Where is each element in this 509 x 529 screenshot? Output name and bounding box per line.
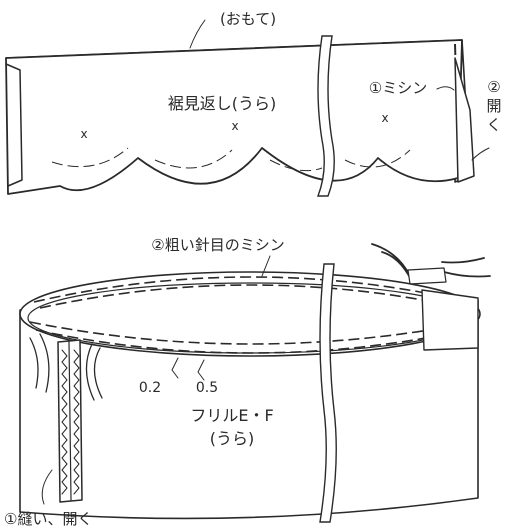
zigzag-overlock (61, 349, 80, 495)
basting-row-front-2 (35, 329, 469, 354)
leader-stitch-1 (436, 86, 455, 91)
label-dim-a: 0.2 (139, 380, 161, 396)
label-step1-sew-open: ①縫い、開く (4, 510, 92, 528)
basting-row-back-1 (33, 276, 471, 303)
leader-outer-face (189, 19, 206, 49)
leader-basting (261, 255, 271, 277)
left-fold (5, 63, 23, 187)
leader-sew-open (41, 469, 53, 505)
tube-body (19, 299, 479, 520)
tube-rim (19, 271, 481, 357)
basting-row-back-2 (39, 284, 465, 309)
right-overlap (421, 289, 479, 351)
cross-mark-3: x (381, 111, 388, 125)
opened-allowance (454, 57, 475, 183)
hem-facing-figure: x x x (5, 19, 490, 197)
label-hem-facing: 裾見返し(うら) (168, 94, 277, 113)
basting-row-front-1 (29, 321, 475, 345)
label-step2-open-2: 開 (486, 97, 501, 115)
label-step2-basting: ②粗い針目のミシン (151, 236, 284, 254)
gather-tails-right (371, 243, 491, 287)
facing-piece (5, 39, 463, 195)
frill-tube-figure (19, 243, 491, 523)
leader-open-2 (471, 147, 490, 161)
label-dim-b: 0.5 (196, 380, 218, 396)
dim-marks (171, 357, 205, 381)
break-mark-bottom (319, 263, 337, 523)
cross-mark-1: x (80, 127, 87, 141)
seam-line-center (68, 341, 72, 501)
hem-dash-line (51, 147, 411, 172)
gather-flag (407, 267, 447, 285)
seam-arcs (29, 333, 103, 401)
cross-mark-2: x (231, 119, 238, 133)
label-step2-open-1: ② (487, 78, 500, 96)
label-step1-sew: ①ミシン (369, 79, 427, 97)
label-frill-reverse: (うら) (210, 429, 255, 448)
label-frill: フリルE・F (190, 406, 273, 425)
label-step2-open-3: く (486, 116, 501, 134)
label-outer-face: (おもて) (220, 10, 276, 28)
break-mark-top (316, 35, 335, 197)
